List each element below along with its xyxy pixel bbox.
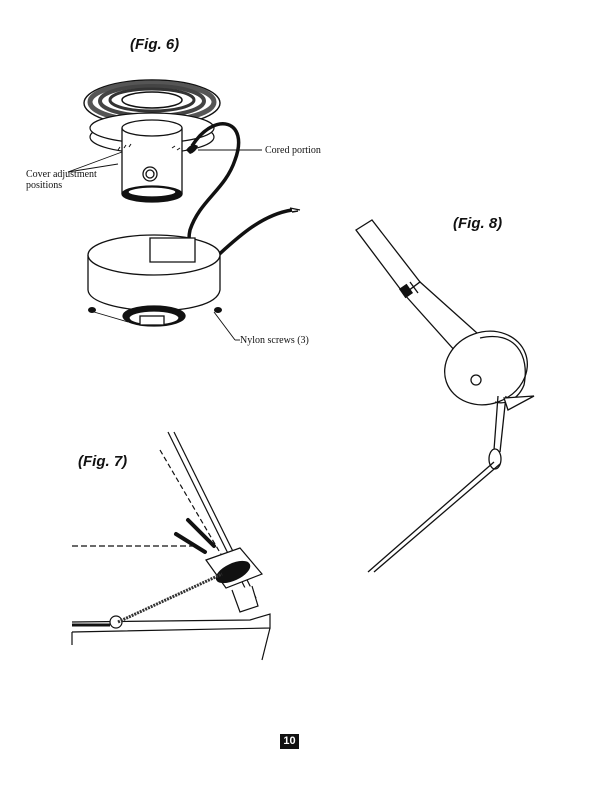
ceiling-plate (83, 79, 221, 127)
canopy (87, 234, 221, 327)
callout-cover-adjustment: Cover adjustment (26, 169, 97, 180)
callout-cored-portion: Cored portion (265, 145, 321, 156)
cored-portion-mark (186, 144, 198, 154)
fig6-title: (Fig. 6) (130, 36, 180, 53)
fig7-title: (Fig. 7) (78, 453, 128, 470)
page-number: 10 (280, 734, 299, 749)
mounting-cylinder (117, 119, 183, 203)
nylon-screws (88, 307, 222, 313)
lead-wire (187, 122, 293, 264)
callout-cover-adjustment-positions: positions (26, 180, 63, 191)
callout-nylon-screws: Nylon screws (3) (240, 335, 309, 346)
fig8-title: (Fig. 8) (453, 215, 503, 232)
